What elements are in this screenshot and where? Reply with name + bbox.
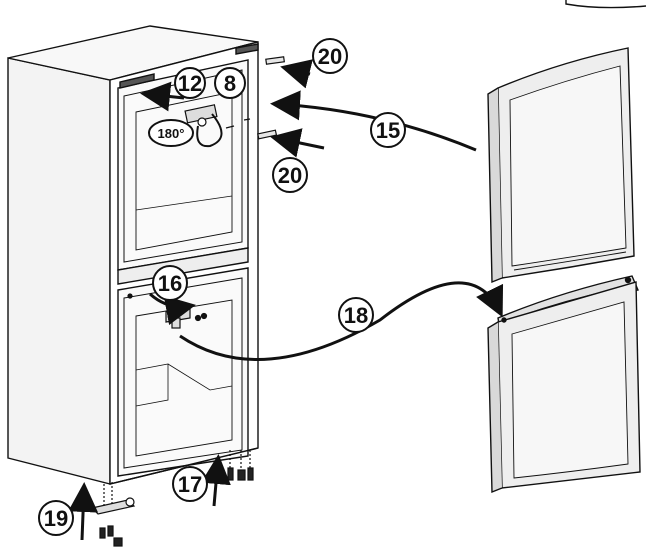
- partial-handle: [565, 0, 646, 9]
- hinge-pins: [257, 56, 286, 140]
- step-label-17: 17: [178, 472, 202, 497]
- step-badge-16: 16: [152, 265, 188, 301]
- cabinet-side-panel: [7, 57, 111, 485]
- step-badge-19: 19: [38, 500, 74, 536]
- step-label-19: 19: [44, 506, 68, 531]
- lower-door-hinge-hole: [624, 276, 632, 284]
- arrow-step-17: [200, 454, 231, 507]
- arrow-step-18: [179, 281, 504, 361]
- hinge-pin-middle: [257, 129, 278, 140]
- upper-door: [487, 47, 635, 284]
- hinge-pin-top: [265, 56, 286, 65]
- step-badge-18: 18: [338, 297, 374, 333]
- foot-screw-3: [247, 467, 254, 481]
- fridge-cabinet: [7, 25, 259, 485]
- step-label-12: 12: [178, 71, 202, 96]
- lower-compartment: [117, 267, 249, 477]
- step-label-16: 16: [158, 271, 182, 296]
- rotation-badge: 180°: [148, 119, 194, 147]
- upper-hinge-parts: [184, 104, 251, 129]
- arrow-step-12: [140, 81, 185, 112]
- step-badge-15: 15: [370, 112, 406, 148]
- step-label-18: 18: [344, 303, 368, 328]
- rotation-arrow: [196, 113, 223, 148]
- step-badge-20-middle: 20: [272, 157, 308, 193]
- arrow-step-16: [149, 292, 196, 326]
- step-label-20-middle: 20: [278, 163, 302, 188]
- step-label-15: 15: [376, 118, 400, 143]
- arrow-step-20-top: [280, 59, 313, 89]
- step-badge-17: 17: [172, 466, 208, 502]
- foot-screw-2: [237, 469, 246, 481]
- foot-screw-1: [227, 467, 234, 481]
- step-badge-12: 12: [174, 67, 206, 99]
- step-label-8: 8: [224, 71, 236, 96]
- step-badge-20-top: 20: [312, 38, 348, 74]
- step-badge-8: 8: [214, 67, 246, 99]
- lower-door: [487, 275, 641, 494]
- top-hinge-plate-left: [119, 73, 155, 89]
- rotation-label: 180°: [158, 126, 185, 141]
- compartment-divider: [117, 247, 249, 285]
- step-label-20-top: 20: [318, 44, 342, 69]
- arrow-step-20-middle: [270, 128, 325, 158]
- top-hinge-plate-right: [235, 43, 259, 55]
- arrow-step-19: [68, 482, 99, 541]
